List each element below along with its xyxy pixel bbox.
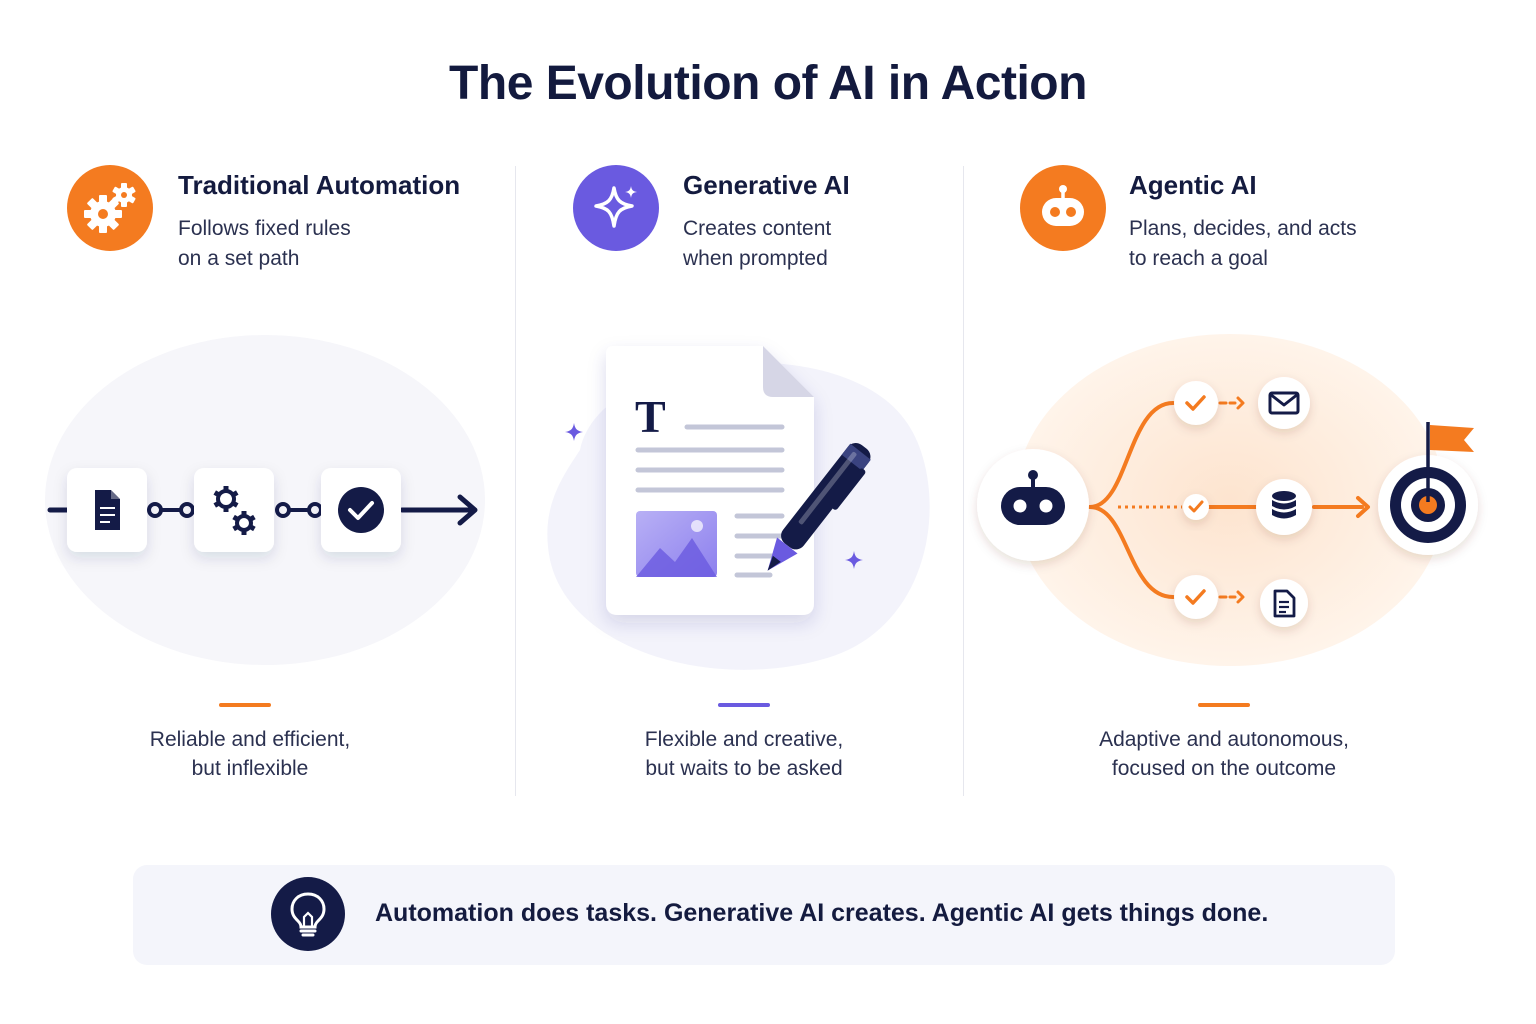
caption-line: Reliable and efficient,	[149, 728, 351, 751]
target-icon	[1390, 467, 1466, 543]
summary-banner: Automation does tasks. Generative AI cre…	[133, 865, 1395, 965]
column-divider	[515, 166, 516, 796]
automation-pipeline-illustration	[45, 335, 485, 665]
sparkle-icon	[573, 165, 659, 251]
column-agentic-ai: Agentic AI Plans, decides, and acts to r…	[968, 160, 1496, 800]
check-icon	[1185, 395, 1206, 411]
caption-line: but waits to be asked	[645, 757, 843, 780]
description-line: when prompted	[683, 247, 828, 270]
accent-bar	[219, 703, 271, 707]
pipeline-step-gears	[194, 468, 274, 552]
column-caption: Flexible and creative, but waits to be a…	[594, 725, 894, 783]
flag-icon	[1426, 422, 1474, 502]
column-heading: Traditional Automation	[178, 170, 461, 200]
database-icon	[1272, 491, 1296, 519]
accent-bar	[718, 703, 770, 707]
page-title: The Evolution of AI in Action	[449, 57, 1087, 110]
document-icon	[1273, 589, 1296, 618]
caption-line: Adaptive and autonomous,	[1099, 728, 1349, 751]
accent-bar	[1198, 703, 1250, 707]
description-line: Creates content	[683, 217, 832, 240]
column-divider	[963, 166, 964, 796]
lightbulb-icon	[271, 877, 345, 951]
document-card: T	[606, 346, 814, 615]
robot-icon	[1001, 470, 1065, 525]
robot-icon	[1020, 165, 1106, 251]
mail-icon	[1268, 391, 1300, 415]
document-icon	[95, 490, 120, 530]
sparkle-icon	[845, 551, 863, 569]
column-caption: Reliable and efficient, but inflexible	[100, 725, 400, 783]
check-circle-icon	[338, 487, 384, 533]
description-line: on a set path	[178, 247, 300, 270]
image-placeholder-icon	[636, 511, 717, 577]
description-line: Plans, decides, and acts	[1129, 217, 1357, 240]
chain-link-icon	[147, 502, 195, 518]
check-icon	[1185, 589, 1206, 605]
pipeline-step-document	[67, 468, 147, 552]
column-heading: Agentic AI	[1129, 170, 1257, 200]
caption-line: but inflexible	[191, 757, 309, 780]
email-node	[1258, 377, 1310, 429]
database-node	[1256, 479, 1312, 535]
column-description: Follows fixed rules on a set path	[178, 214, 478, 274]
document-letter: T	[635, 391, 666, 442]
gears-icon	[213, 486, 256, 535]
column-generative-ai: Generative AI Creates content when promp…	[520, 160, 960, 800]
description-line: Follows fixed rules	[178, 217, 351, 240]
summary-text: Automation does tasks. Generative AI cre…	[375, 899, 1269, 927]
sparkle-icon	[565, 423, 583, 441]
pen-icon	[767, 442, 871, 571]
page-fold	[763, 346, 814, 397]
caption-line: Flexible and creative,	[644, 728, 844, 751]
document-node	[1260, 579, 1308, 627]
check-node	[1174, 575, 1218, 619]
caption-line: focused on the outcome	[1111, 757, 1337, 780]
arrow-right-icon	[457, 494, 478, 526]
check-node	[1183, 494, 1209, 520]
column-description: Plans, decides, and acts to reach a goal	[1129, 214, 1429, 274]
agent-workflow-illustration	[977, 334, 1478, 666]
column-traditional-automation: Traditional Automation Follows fixed rul…	[40, 160, 510, 800]
check-node	[1174, 381, 1218, 425]
goal-target-node	[1378, 422, 1478, 555]
agent-robot-node	[977, 449, 1089, 561]
background-blob	[1015, 334, 1445, 666]
column-heading: Generative AI	[683, 170, 850, 200]
check-icon	[1188, 500, 1204, 513]
column-caption: Adaptive and autonomous, focused on the …	[1074, 725, 1374, 783]
gears-icon	[67, 165, 153, 251]
column-description: Creates content when prompted	[683, 214, 983, 274]
pipeline-step-check	[321, 468, 401, 552]
description-line: to reach a goal	[1129, 247, 1268, 270]
document-generation-illustration: T	[547, 346, 930, 670]
